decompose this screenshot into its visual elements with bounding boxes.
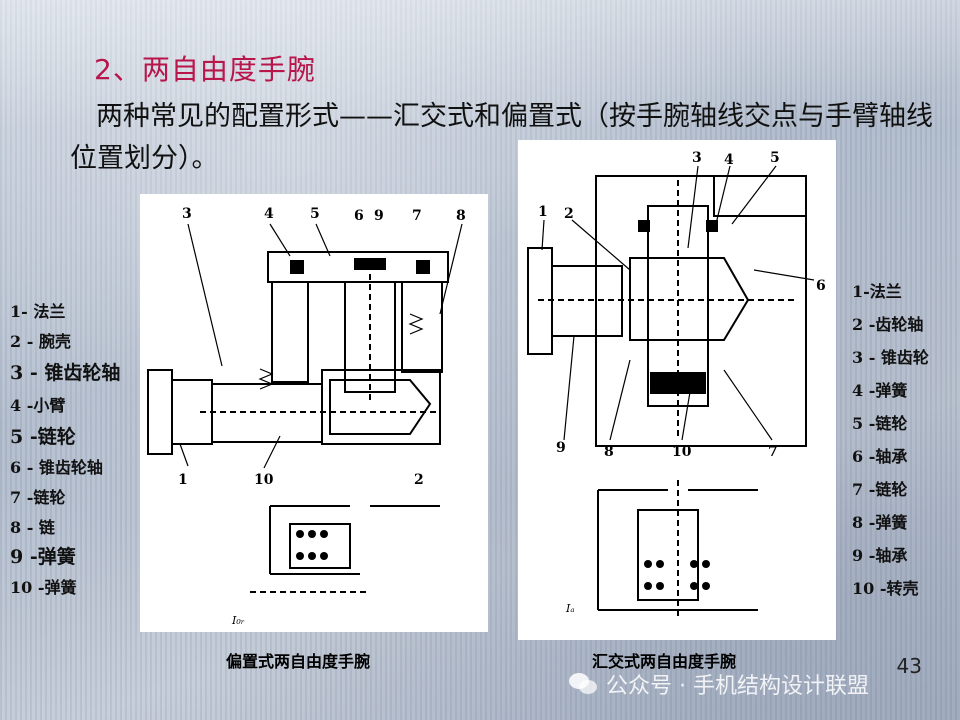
callout-6: 6 [354,208,364,224]
callout-4: 4 [264,206,274,222]
legend-item: 6 - 锥齿轮轴 [10,458,103,477]
legend-item: 2 -齿轮轴 [852,315,924,334]
callout-9: 9 [374,208,384,224]
legend-item: 4 -小臂 [10,396,66,415]
sub-label: I₀ᵣ [231,614,245,627]
callout-7: 7 [768,444,778,460]
callout-2: 2 [564,206,574,222]
legend-item: 8 -弹簧 [852,513,908,532]
slide-title: 2、两自由度手腕 [94,53,316,86]
legend-item: 9 -弹簧 [10,546,76,568]
callout-8: 8 [604,444,614,460]
wechat-icon [568,671,598,697]
callout-8: 8 [456,208,466,224]
callout-3: 3 [182,206,192,222]
legend-item: 10 -弹簧 [10,578,77,597]
legend-item: 1-法兰 [852,282,902,301]
concurrent-wrist-figure: 3 4 5 1 2 6 9 8 10 7 Iₐ [518,140,836,640]
offset-wrist-figure: 3 4 5 6 9 7 8 1 10 2 I₀ᵣ [140,194,488,632]
callout-2: 2 [414,472,424,488]
callout-1: 1 [178,472,188,488]
watermark: 公众号 · 手机结构设计联盟 [568,668,869,700]
legend-item: 5 -链轮 [852,414,908,433]
concurrent-wrist-drawing: 3 4 5 1 2 6 9 8 10 7 Iₐ [527,150,826,620]
legend-item: 2 - 腕壳 [10,332,71,351]
callout-9: 9 [556,440,566,456]
left-figure-caption: 偏置式两自由度手腕 [226,652,371,671]
callout-10: 10 [254,472,274,488]
legend-item: 1- 法兰 [10,302,66,321]
callout-6: 6 [816,278,826,294]
slide-subtitle: 两种常见的配置形式——汇交式和偏置式（按手腕轴线交点与手臂轴线位置划分）。 [70,101,933,174]
page-number: 43 [896,654,922,678]
offset-wrist-drawing: 3 4 5 6 9 7 8 1 10 2 I₀ᵣ [147,206,466,627]
legend-item: 3 - 锥齿轮轴 [10,362,121,384]
right-figure-caption: 汇交式两自由度手腕 [592,652,737,671]
left-legend: 1- 法兰 2 - 腕壳 3 - 锥齿轮轴 4 -小臂 5 -链轮 6 - 锥齿… [10,298,140,598]
sub-label: Iₐ [565,602,574,615]
legend-item: 7 -链轮 [852,480,908,499]
callout-5: 5 [310,206,320,222]
legend-item: 8 - 链 [10,518,55,537]
legend-item: 4 -弹簧 [852,381,908,400]
callout-10: 10 [672,444,692,460]
callout-3: 3 [692,150,702,166]
legend-item: 9 -轴承 [852,546,908,565]
callout-4: 4 [724,152,734,168]
callout-7: 7 [412,208,422,224]
legend-item: 3 - 锥齿轮 [852,348,929,367]
callout-1: 1 [538,204,548,220]
watermark-text: 公众号 · 手机结构设计联盟 [606,674,869,699]
legend-item: 5 -链轮 [10,426,76,448]
legend-item: 10 -转壳 [852,579,919,598]
legend-item: 6 -轴承 [852,447,908,466]
legend-item: 7 -链轮 [10,488,66,507]
callout-5: 5 [770,150,780,166]
right-legend: 1-法兰 2 -齿轮轴 3 - 锥齿轮 4 -弹簧 5 -链轮 6 -轴承 7 … [852,278,956,608]
